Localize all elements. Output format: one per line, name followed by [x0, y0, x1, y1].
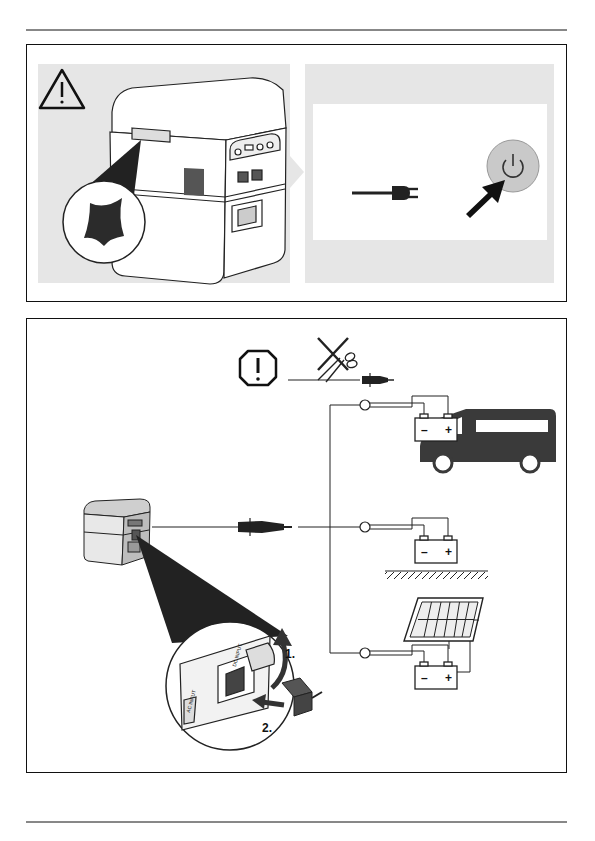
insert-arrow: [262, 702, 284, 705]
warning-triangle: [40, 70, 84, 108]
solar-panel: [404, 598, 483, 649]
cooler-box: [110, 78, 286, 284]
cooler-box: [84, 499, 150, 565]
polarity-sign: +: [445, 424, 452, 436]
open-arrow: [273, 628, 292, 646]
polarity-sign: –: [421, 546, 428, 558]
no-cut-symbol: [318, 338, 358, 382]
cable: [152, 526, 238, 527]
panel-frame: [27, 45, 567, 302]
socket-label: AC INPUT: [186, 689, 197, 713]
callout-circle: [63, 181, 145, 263]
cable: [288, 379, 360, 380]
dc-plug: [282, 678, 322, 716]
socket-label: DC INPUT: [232, 643, 243, 667]
press-arrow: [466, 180, 505, 218]
step-inset: [313, 104, 547, 240]
step-panel: [38, 64, 290, 283]
panel-frame: [27, 319, 567, 773]
terminal-ring: [360, 400, 370, 658]
polarity-sign: –: [421, 672, 428, 684]
insert-arrow: [252, 694, 266, 709]
cigarette-plug: [362, 373, 394, 387]
header-rule: [26, 30, 567, 31]
open-arrow: [272, 640, 285, 688]
step-number: 1.: [285, 648, 295, 660]
step-chevron: [290, 156, 304, 188]
battery-symbol: [415, 414, 457, 689]
callout-circle: [166, 622, 294, 750]
polarity-sign: +: [445, 672, 452, 684]
ground-hatch: [385, 572, 488, 579]
socket-panel: [180, 636, 274, 730]
cigarette-plug: [238, 518, 292, 536]
ground-line: [385, 570, 488, 571]
step-number: 2.: [262, 722, 272, 734]
caution-sign: [240, 351, 276, 385]
step-panel: [305, 64, 554, 283]
footer-rule: [26, 822, 567, 823]
polarity-sign: +: [445, 546, 452, 558]
polarity-sign: –: [421, 424, 428, 436]
cloth-icon: [84, 198, 124, 246]
power-plug: [352, 186, 418, 200]
